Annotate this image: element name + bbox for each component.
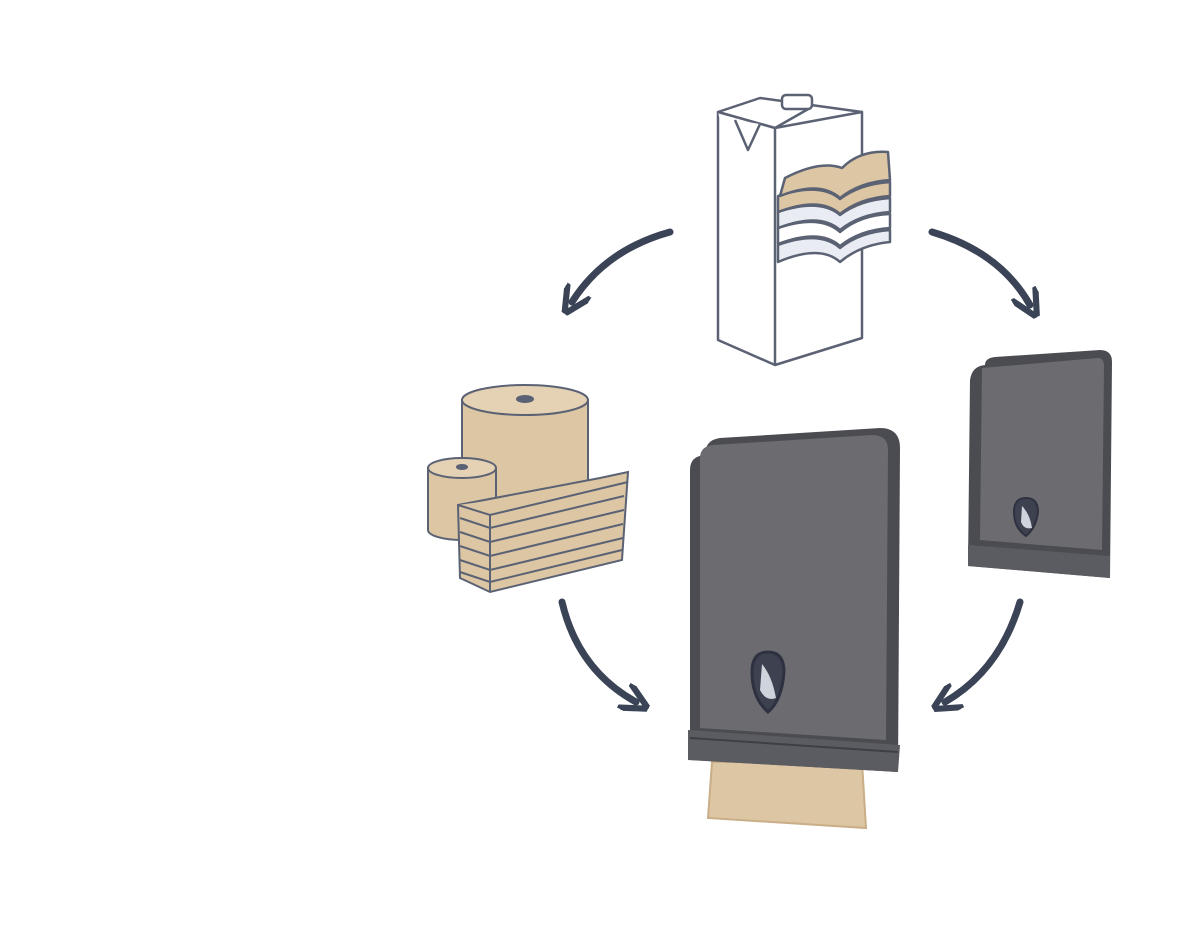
curved-arrow-icon: [558, 598, 636, 702]
curved-arrow-icon: [928, 228, 1030, 305]
paper-rolls-icon: [427, 384, 630, 594]
curved-arrow-icon: [572, 228, 674, 302]
large-towel-dispenser-icon: [688, 428, 900, 830]
paper-layers: [776, 150, 892, 264]
curved-arrow-icon: [945, 598, 1024, 702]
small-towel-dispenser-icon: [968, 350, 1112, 578]
carton-icon: [716, 93, 892, 367]
